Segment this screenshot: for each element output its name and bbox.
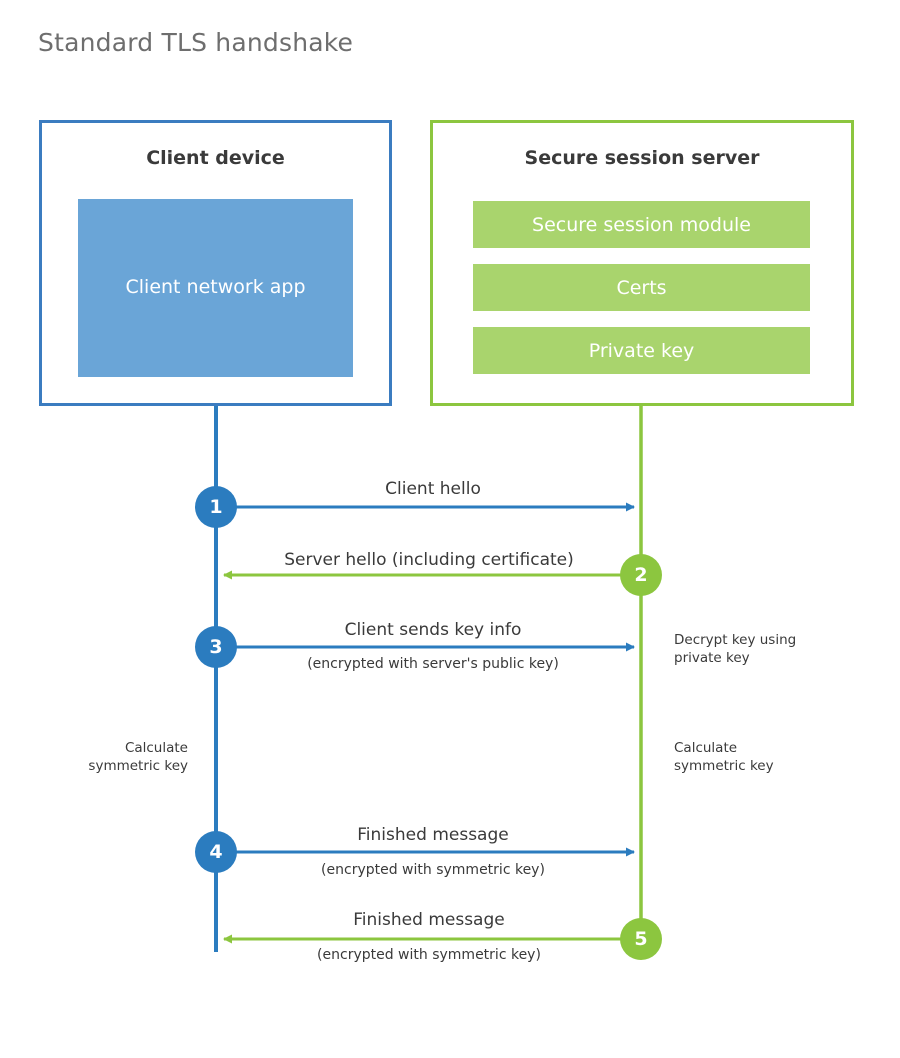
step-circle-2: 2 <box>620 554 662 596</box>
message-sublabel-step-3: (encrypted with server's public key) <box>307 656 559 672</box>
server-module-bar-private-key: Private key <box>473 327 810 374</box>
step-number: 4 <box>209 841 223 863</box>
note-decrypt-key: Decrypt key using private key <box>674 632 797 667</box>
server-module-label: Secure session module <box>532 213 751 236</box>
client-device-panel: Client device Client network app <box>39 120 392 406</box>
server-module-bar-secure-session-module: Secure session module <box>473 201 810 248</box>
client-panel-title: Client device <box>146 147 285 169</box>
client-network-app-box: Client network app <box>78 199 353 377</box>
server-panel-title: Secure session server <box>524 147 760 169</box>
client-network-app-label: Client network app <box>125 276 306 299</box>
server-module-label: Certs <box>616 276 667 299</box>
server-module-label: Private key <box>588 339 695 362</box>
note-calculate-symmetric-key-server: Calculate symmetric key <box>674 740 774 775</box>
secure-session-server-panel: Secure session server Secure session mod… <box>430 120 854 406</box>
step-circle-3: 3 <box>195 626 237 668</box>
message-label-step-2: Server hello (including certificate) <box>284 550 574 570</box>
step-number: 5 <box>634 928 648 950</box>
step-number: 3 <box>209 636 223 658</box>
step-number: 2 <box>634 564 648 586</box>
step-circle-1: 1 <box>195 486 237 528</box>
step-circle-5: 5 <box>620 918 662 960</box>
server-module-bar-certs: Certs <box>473 264 810 311</box>
note-calculate-symmetric-key-client: Calculate symmetric key <box>88 740 188 775</box>
step-number: 1 <box>209 496 223 518</box>
message-label-step-3: Client sends key info <box>344 620 522 640</box>
message-label-step-1: Client hello <box>385 479 481 499</box>
message-sublabel-step-4: (encrypted with symmetric key) <box>321 862 545 878</box>
page-title: Standard TLS handshake <box>38 28 354 57</box>
message-sublabel-step-5: (encrypted with symmetric key) <box>317 947 541 963</box>
step-circle-4: 4 <box>195 831 237 873</box>
message-label-step-4: Finished message <box>357 825 509 845</box>
message-label-step-5: Finished message <box>353 910 505 930</box>
